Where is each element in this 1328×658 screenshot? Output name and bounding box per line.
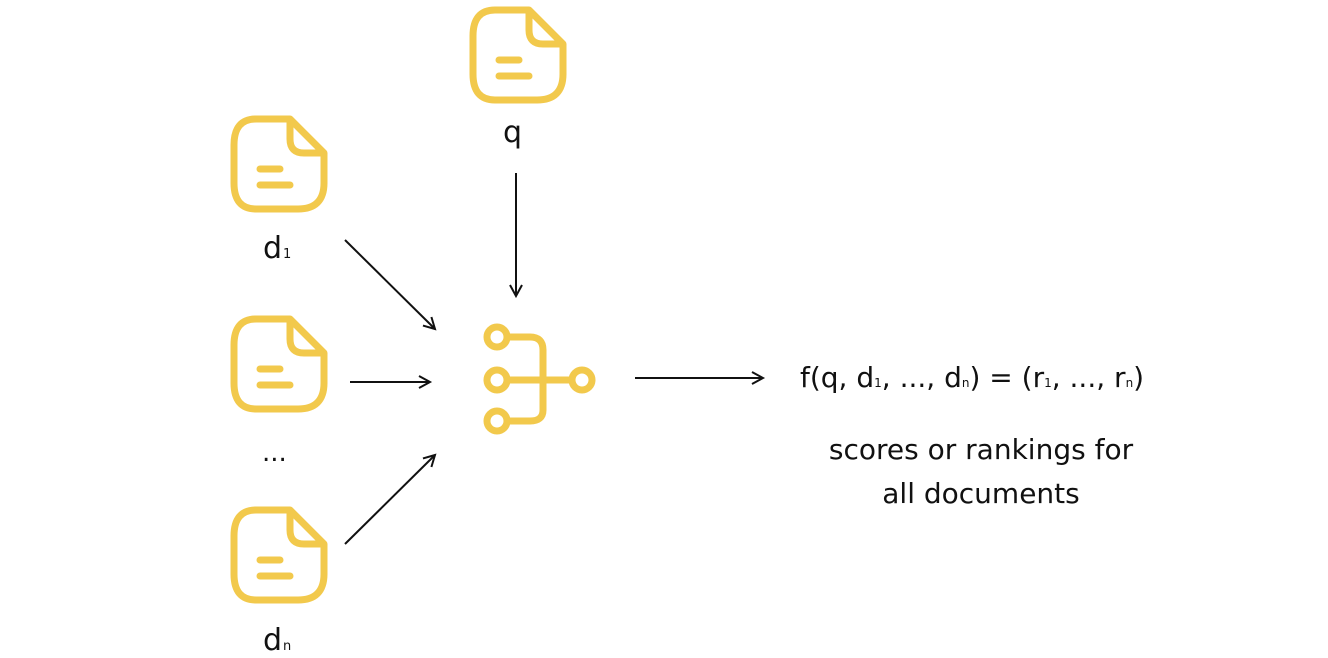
- caption-line-2: all documents: [882, 477, 1080, 510]
- formula-sub-3: 1: [1044, 376, 1052, 390]
- document-n-icon: [234, 510, 324, 600]
- formula-part-4: , ..., r: [1051, 361, 1126, 394]
- formula-part-2: , ..., d: [881, 361, 962, 394]
- output-caption: scores or rankings for all documents: [781, 428, 1181, 516]
- document-middle-icon: [234, 319, 324, 409]
- arrow-dn-to-model: [344, 453, 437, 545]
- formula-sub-2: n: [961, 376, 970, 390]
- query-label: q: [503, 118, 522, 148]
- scoring-formula: f(q, d1, ..., dn) = (r1, ..., rn): [800, 364, 1144, 392]
- document-1-label-sub: 1: [283, 247, 292, 262]
- query-document-icon: [473, 10, 563, 100]
- document-n-label-base: d: [263, 623, 283, 658]
- document-1-label: d1: [263, 234, 291, 264]
- merge-icon: [483, 323, 596, 435]
- document-n-label-sub: n: [283, 639, 292, 654]
- query-label-text: q: [503, 115, 523, 150]
- ellipsis-label-text: ...: [262, 438, 287, 468]
- formula-part-3: ) = (r: [969, 361, 1045, 394]
- document-1-label-base: d: [263, 231, 283, 266]
- formula-sub-4: n: [1125, 376, 1134, 390]
- caption-line-1: scores or rankings for: [828, 433, 1134, 466]
- formula-sub-1: 1: [874, 376, 882, 390]
- ellipsis-label: ...: [262, 440, 287, 466]
- document-1-icon: [234, 119, 324, 209]
- formula-part-5: ): [1133, 361, 1145, 394]
- arrow-d1-to-model: [344, 239, 437, 331]
- formula-part-1: f(q, d: [800, 361, 875, 394]
- document-n-label: dn: [263, 626, 291, 656]
